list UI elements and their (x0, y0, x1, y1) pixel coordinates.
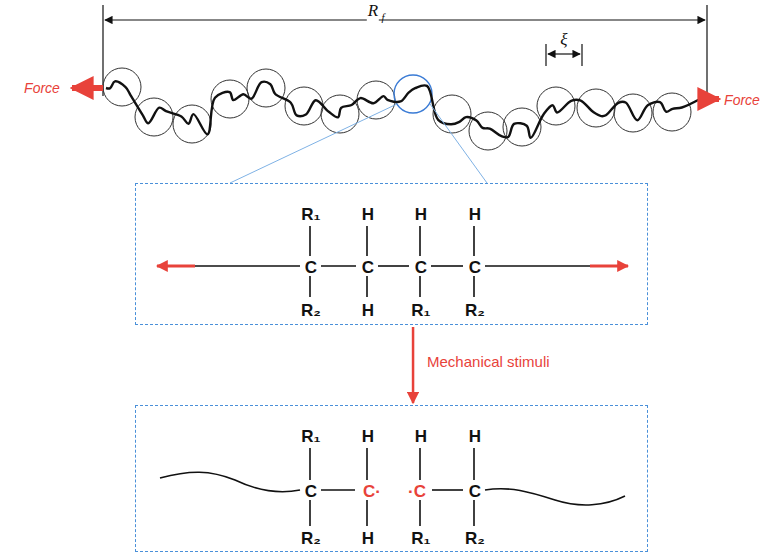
atom-symbol: R₂ (301, 302, 321, 319)
blob-circle (173, 105, 211, 143)
dimension-label: ξ (559, 30, 568, 50)
atom-symbol: H (362, 302, 374, 319)
blob-circle (503, 108, 541, 146)
atom-symbol: H (362, 428, 374, 445)
force-label: Force (723, 92, 761, 108)
atom-symbol: R₁ (411, 302, 430, 319)
chain-backbone (106, 81, 700, 137)
atom-symbol: H (362, 206, 374, 223)
atom-symbol: H (362, 530, 374, 547)
blob-circle (394, 75, 432, 113)
atom-symbol: R₂ (465, 530, 485, 547)
atom-symbol: R₂ (301, 530, 321, 547)
bonds-intact (158, 226, 625, 297)
dashed-frame: R₁ H H H C C C C R₂ H R₁ R₂ (135, 183, 648, 325)
dimension-label: f (380, 11, 385, 23)
dashed-frame: R₁ H H H C C· ·C C R₂ H R₁ R₂ (135, 405, 648, 552)
atom-symbol: C (305, 259, 317, 276)
force-label: Force (23, 80, 61, 96)
atom-symbol: R₁ (411, 530, 430, 547)
arrow-label: Mechanical stimuli (425, 353, 552, 370)
atom-symbol: R₁ (301, 428, 320, 445)
atom-symbol: H (415, 206, 427, 223)
blob-circle (537, 87, 575, 125)
blob-circle (433, 95, 471, 133)
atom-symbol: C (415, 259, 427, 276)
force-arrows (72, 88, 719, 99)
blob-circle (247, 69, 285, 107)
atom-symbol: C (469, 483, 481, 500)
blob-circle (103, 68, 141, 106)
blob-circle (469, 112, 507, 150)
bonds-broken (160, 448, 625, 526)
blob-circle (211, 80, 249, 118)
atom-symbol: R₂ (465, 302, 485, 319)
dimension-rf (103, 5, 707, 100)
tension-arrows (157, 265, 628, 267)
atom-symbol: R₁ (301, 206, 320, 223)
atom-symbol: ·C (408, 483, 426, 500)
atom-symbol: C (305, 483, 317, 500)
atom-symbol: H (469, 206, 481, 223)
atom-symbol: C (469, 259, 481, 276)
blob-circle (285, 87, 323, 125)
polymer-chain (103, 68, 700, 150)
atom-symbol: H (469, 428, 481, 445)
blob-circle (653, 93, 691, 131)
blob-circle (577, 89, 615, 127)
atom-symbol: H (415, 428, 427, 445)
dimension-label: R (367, 1, 379, 21)
atom-symbol: C (362, 259, 374, 276)
atom-symbol: C· (363, 483, 381, 500)
reaction-arrow (412, 327, 415, 403)
zoom-lines (230, 104, 487, 183)
